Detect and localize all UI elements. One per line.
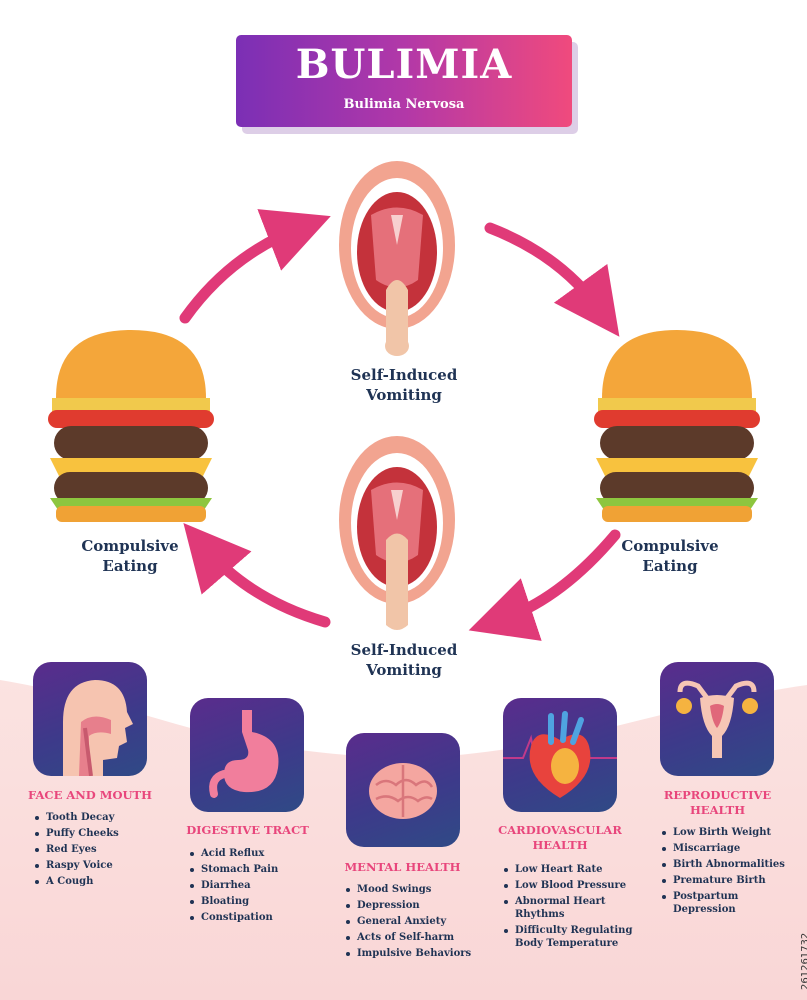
- tile-mental-health: [346, 733, 460, 847]
- stomach-icon: [209, 710, 279, 798]
- stock-id: 261261732: [788, 700, 807, 1000]
- heading-line: HEALTH: [689, 803, 746, 817]
- heading-line: CARDIOVASCULAR: [498, 823, 622, 837]
- arrow-top-left: [179, 209, 331, 324]
- label-bottom-vomiting: Self-Induced Vomiting: [320, 640, 488, 680]
- heading-line: MENTAL HEALTH: [344, 860, 461, 874]
- heading-line: FACE AND MOUTH: [28, 788, 152, 802]
- arrow-top-right: [484, 222, 620, 337]
- list-item: Diarrhea: [188, 878, 278, 894]
- cycle-arrows: [179, 209, 621, 641]
- list-item: Tooth Decay: [33, 810, 119, 826]
- burger-icon: [48, 330, 214, 522]
- label-left-eating: Compulsive Eating: [50, 536, 210, 576]
- mouth-icon: [339, 161, 455, 356]
- stock-id-text: 261261732: [800, 932, 807, 990]
- list-item: Premature Birth: [660, 873, 785, 889]
- list-item: Mood Swings: [344, 882, 471, 898]
- heading-line: HEALTH: [532, 838, 588, 852]
- list-item: Abnormal Heart: [502, 894, 632, 910]
- brain-icon: [369, 763, 437, 819]
- heading-line: DIGESTIVE TRACT: [186, 823, 309, 837]
- label-right-eating: Compulsive Eating: [590, 536, 750, 576]
- tile-face-and-mouth: [33, 662, 147, 776]
- list-item: Raspy Voice: [33, 858, 119, 874]
- list-item-continued: Rhythms: [515, 909, 565, 920]
- list-digestive-tract: Acid Reflux Stomach Pain Diarrhea Bloati…: [188, 846, 278, 926]
- list-item: Acid Reflux: [188, 846, 278, 862]
- heading-face-and-mouth: FACE AND MOUTH: [20, 788, 160, 803]
- list-item: Birth Abnormalities: [660, 857, 785, 873]
- label-line: Self-Induced: [350, 366, 458, 384]
- label-top-vomiting: Self-Induced Vomiting: [320, 365, 488, 405]
- list-reproductive-health: Low Birth Weight Miscarriage Birth Abnor…: [660, 825, 785, 918]
- list-item: Low Blood Pressure: [502, 878, 632, 894]
- tile-reproductive-health: [660, 662, 774, 776]
- title-banner: BULIMIA Bulimia Nervosa: [236, 35, 572, 127]
- mouth-icon: [339, 436, 455, 630]
- list-item: Constipation: [188, 910, 278, 926]
- tile-digestive-tract: [190, 698, 304, 812]
- list-item: Depression: [344, 898, 471, 914]
- list-cardiovascular-health: Low Heart Rate Low Blood Pressure Abnorm…: [502, 862, 632, 952]
- tile-cardiovascular-health: [503, 698, 617, 812]
- label-line: Vomiting: [366, 386, 442, 404]
- list-item: Low Heart Rate: [502, 862, 632, 878]
- arrow-bottom-left: [183, 523, 331, 628]
- label-line: Vomiting: [366, 661, 442, 679]
- list-item: Miscarriage: [660, 841, 785, 857]
- heading-reproductive-health: REPRODUCTIVE HEALTH: [645, 788, 790, 818]
- page-subtitle: Bulimia Nervosa: [343, 97, 465, 112]
- heading-mental-health: MENTAL HEALTH: [330, 860, 475, 875]
- list-item-continued: Body Temperature: [515, 938, 619, 949]
- list-item: Acts of Self-harm: [344, 930, 471, 946]
- label-line: Compulsive: [621, 537, 719, 555]
- label-line: Eating: [642, 557, 698, 575]
- list-item: Difficulty Regulating: [502, 923, 632, 939]
- uterus-icon: [676, 680, 758, 758]
- list-item: Low Birth Weight: [660, 825, 785, 841]
- list-item: Stomach Pain: [188, 862, 278, 878]
- list-face-and-mouth: Tooth Decay Puffy Cheeks Red Eyes Raspy …: [33, 810, 119, 890]
- heading-cardiovascular-health: CARDIOVASCULAR HEALTH: [485, 823, 635, 853]
- heading-digestive-tract: DIGESTIVE TRACT: [175, 823, 320, 838]
- list-item: A Cough: [33, 874, 119, 890]
- label-line: Self-Induced: [350, 641, 458, 659]
- list-item: Red Eyes: [33, 842, 119, 858]
- burger-icon: [594, 330, 760, 522]
- heart-icon: [503, 711, 617, 798]
- list-mental-health: Mood Swings Depression General Anxiety A…: [344, 882, 471, 962]
- list-item: Bloating: [188, 894, 278, 910]
- list-item: Puffy Cheeks: [33, 826, 119, 842]
- label-line: Compulsive: [81, 537, 179, 555]
- list-item: Impulsive Behaviors: [344, 946, 471, 962]
- page-title: BULIMIA: [295, 41, 513, 88]
- list-item: General Anxiety: [344, 914, 471, 930]
- head-icon: [63, 680, 133, 776]
- list-item: Postpartum: [660, 889, 785, 905]
- label-line: Eating: [102, 557, 158, 575]
- arrow-bottom-right: [468, 529, 621, 641]
- list-item-continued: Depression: [673, 904, 736, 915]
- heading-line: REPRODUCTIVE: [663, 788, 772, 802]
